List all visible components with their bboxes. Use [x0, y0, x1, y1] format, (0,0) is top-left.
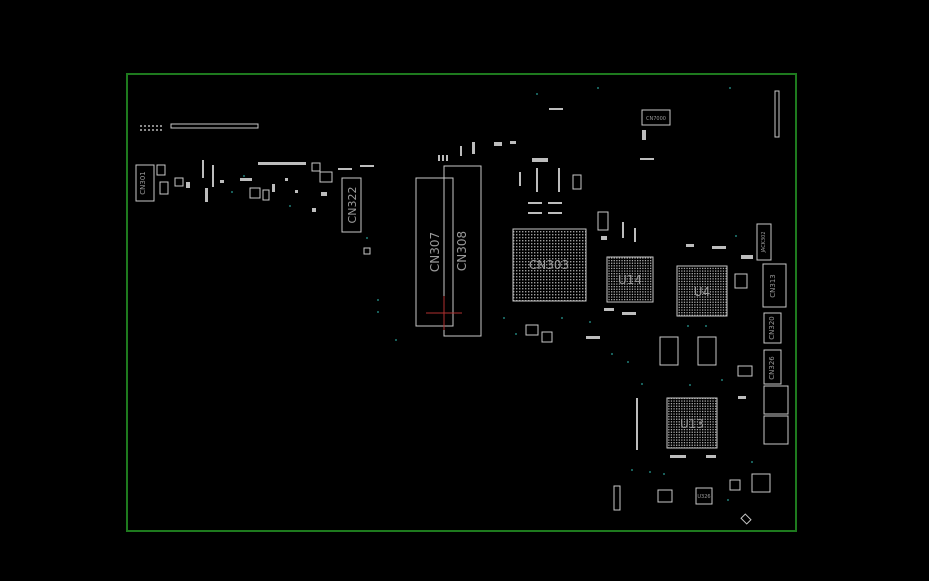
svg-text:CN313: CN313	[769, 274, 777, 298]
svg-text:U14: U14	[618, 273, 642, 287]
svg-text:CN322: CN322	[346, 187, 359, 224]
svg-text:U13: U13	[680, 417, 704, 431]
svg-text:CN326: CN326	[768, 356, 776, 380]
via-scatter-left	[231, 175, 397, 341]
svg-text:U4: U4	[694, 285, 710, 299]
svg-text:CN320: CN320	[768, 316, 776, 340]
chip-u326[interactable]: U326	[695, 487, 713, 505]
chip-u4[interactable]: U4	[676, 265, 728, 317]
usb-port-upper	[763, 385, 789, 415]
left-small-components	[156, 108, 563, 255]
header-strip	[258, 162, 306, 165]
chip-u13[interactable]: U13	[666, 397, 718, 449]
board-outline	[126, 73, 797, 532]
svg-text:CN307: CN307	[428, 232, 442, 272]
svg-text:CN303: CN303	[529, 258, 569, 272]
connector-cn313[interactable]: CN313	[762, 263, 787, 308]
crosshair-marker	[426, 296, 462, 330]
lower-right-components	[525, 244, 771, 525]
connector-cn7000[interactable]: CN7000	[641, 109, 671, 126]
chip-cn303[interactable]: CN303	[512, 228, 587, 302]
top-left-connector-strip	[170, 123, 259, 129]
connector-cn326[interactable]: CN326	[763, 349, 782, 385]
svg-text:U326: U326	[697, 494, 710, 500]
connector-cn301[interactable]: CN301	[135, 164, 155, 202]
svg-text:JACK302: JACK302	[761, 231, 767, 253]
usb-port-lower	[763, 415, 789, 445]
svg-text:CN301: CN301	[139, 171, 147, 195]
right-top-edge-connector	[774, 90, 780, 138]
jack-jack302[interactable]: JACK302	[756, 223, 772, 261]
via-scatter-right	[503, 87, 753, 501]
svg-text:CN308: CN308	[455, 231, 469, 271]
connector-cn322[interactable]: CN322	[341, 177, 362, 233]
top-middle-components	[438, 130, 654, 242]
connector-cn307[interactable]: CN307	[415, 177, 454, 327]
top-left-pin-dots	[140, 125, 162, 131]
connector-cn320[interactable]: CN320	[763, 312, 782, 344]
connector-cn308[interactable]: CN308	[443, 165, 482, 337]
chip-u14[interactable]: U14	[606, 256, 654, 303]
svg-text:CN7000: CN7000	[646, 116, 666, 122]
